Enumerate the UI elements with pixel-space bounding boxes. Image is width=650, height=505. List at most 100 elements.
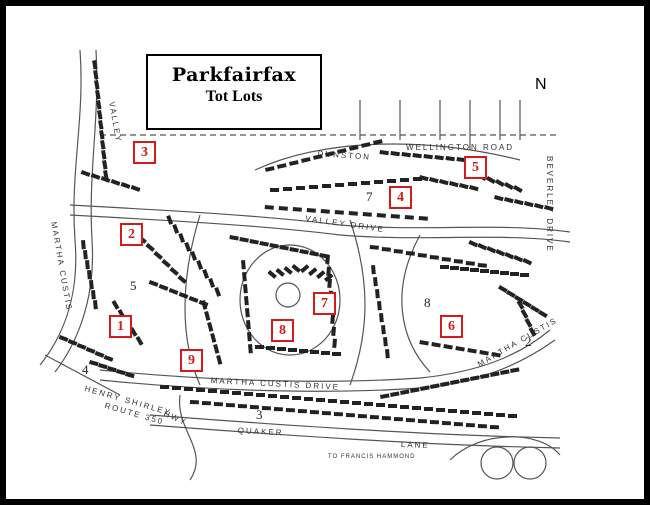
building-footprint xyxy=(158,284,169,291)
building-footprint xyxy=(522,299,532,308)
building-footprint xyxy=(93,300,98,310)
section-number: 8 xyxy=(424,295,431,310)
tot-lot-marker-9[interactable]: 9 xyxy=(180,349,203,372)
building-footprint xyxy=(373,139,383,145)
building-footprint xyxy=(326,266,331,276)
building-footprint xyxy=(357,414,367,419)
building-footprint xyxy=(385,348,390,359)
building-footprint xyxy=(213,344,220,354)
building-footprint xyxy=(259,241,269,247)
building-footprint xyxy=(172,224,180,234)
building-footprint xyxy=(513,254,524,263)
building-footprint xyxy=(316,398,325,402)
building-footprint xyxy=(243,284,248,294)
building-footprint xyxy=(441,256,451,262)
building-footprint xyxy=(296,186,305,190)
building-footprint xyxy=(97,110,103,120)
building-footprint xyxy=(533,203,544,210)
building-footprint xyxy=(331,326,336,336)
building-footprint xyxy=(495,178,505,187)
building-footprint xyxy=(424,407,433,411)
section-number: 3 xyxy=(256,407,263,422)
building-footprint xyxy=(440,265,449,269)
building-footprint xyxy=(267,270,277,279)
building-footprint xyxy=(504,251,515,260)
building-footprint xyxy=(470,268,479,272)
building-footprint xyxy=(489,425,499,430)
building-footprint xyxy=(477,424,487,429)
building-footprint xyxy=(101,150,107,160)
building-footprint xyxy=(102,160,108,170)
building-footprint xyxy=(89,280,94,290)
building-footprint xyxy=(496,413,505,417)
building-footprint xyxy=(443,344,453,350)
building-footprint xyxy=(135,336,144,346)
building-footprint xyxy=(401,152,411,158)
building-footprint xyxy=(423,154,433,160)
building-footprint xyxy=(362,211,372,217)
street-label-francis-hammond: TO FRANCIS HAMMOND xyxy=(328,454,416,460)
section-number: 2 xyxy=(525,334,532,349)
building-footprint xyxy=(246,320,251,330)
building-footprint xyxy=(97,363,108,370)
building-footprint xyxy=(520,273,529,277)
building-footprint xyxy=(361,142,371,148)
building-footprint xyxy=(486,176,496,184)
building-footprint xyxy=(239,237,249,243)
building-footprint xyxy=(266,346,275,350)
building-footprint xyxy=(110,179,121,186)
building-footprint xyxy=(477,243,488,251)
building-footprint xyxy=(204,311,211,321)
building-footprint xyxy=(95,90,101,100)
building-footprint xyxy=(500,271,509,275)
building-footprint xyxy=(244,392,253,396)
building-footprint xyxy=(247,332,252,342)
building-footprint xyxy=(58,335,69,342)
building-footprint xyxy=(390,391,400,397)
building-footprint xyxy=(325,151,335,157)
tot-lot-marker-6[interactable]: 6 xyxy=(440,315,463,338)
building-footprint xyxy=(418,215,428,221)
building-footprint xyxy=(508,414,517,418)
tot-lot-marker-5[interactable]: 5 xyxy=(464,156,487,179)
building-footprint xyxy=(103,354,114,362)
building-footprint xyxy=(334,210,344,215)
building-footprint xyxy=(381,416,391,421)
building-footprint xyxy=(289,160,299,166)
building-footprint xyxy=(438,178,449,186)
building-footprint xyxy=(81,240,86,250)
building-footprint xyxy=(388,404,397,408)
building-footprint xyxy=(87,270,92,280)
building-footprint xyxy=(332,352,341,356)
building-footprint xyxy=(315,270,326,280)
building-footprint xyxy=(289,247,299,253)
street-label-lane: LANE xyxy=(400,440,430,451)
tot-lot-marker-1[interactable]: 1 xyxy=(109,315,132,338)
building-footprint xyxy=(249,239,259,245)
north-arrow-label: N xyxy=(535,76,547,93)
building-footprint xyxy=(377,301,382,311)
tot-lot-marker-2[interactable]: 2 xyxy=(120,223,143,246)
building-footprint xyxy=(430,383,440,389)
building-footprint xyxy=(208,389,217,393)
building-footprint xyxy=(270,188,279,192)
building-footprint xyxy=(513,185,523,193)
tot-lot-marker-3[interactable]: 3 xyxy=(133,141,156,164)
tot-lot-marker-4[interactable]: 4 xyxy=(389,186,412,209)
building-footprint xyxy=(420,385,430,391)
building-footprint xyxy=(335,183,344,187)
building-footprint xyxy=(514,294,524,303)
building-footprint xyxy=(308,267,318,277)
building-footprint xyxy=(288,348,297,352)
building-footprint xyxy=(160,385,169,389)
building-footprint xyxy=(412,153,422,159)
building-footprint xyxy=(309,410,319,415)
building-footprint xyxy=(477,262,487,268)
building-footprint xyxy=(299,349,308,353)
building-footprint xyxy=(213,402,223,407)
tot-lot-marker-7[interactable]: 7 xyxy=(313,292,336,315)
tot-lot-marker-8[interactable]: 8 xyxy=(271,319,294,342)
map-title-box: Parkfairfax Tot Lots xyxy=(146,54,322,130)
building-footprint xyxy=(201,300,208,310)
building-footprint xyxy=(94,80,100,90)
